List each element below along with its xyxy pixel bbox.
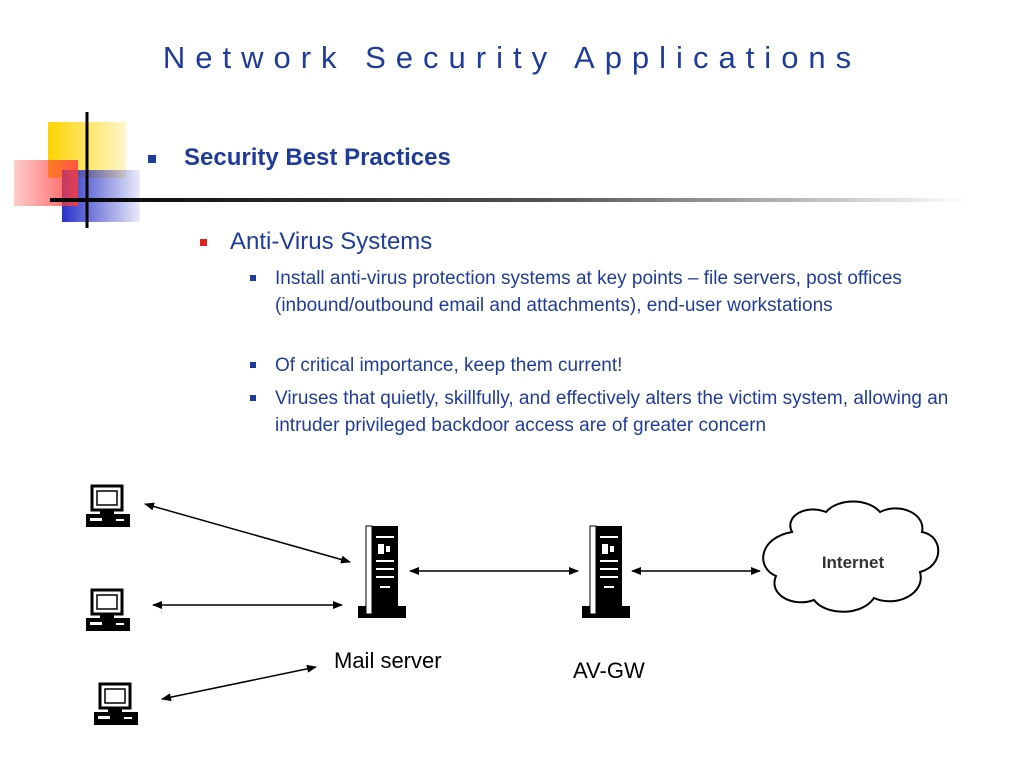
bullet-level2-text: Anti-Virus Systems: [230, 228, 433, 255]
bullet-security-best-practices: Security Best Practices: [148, 144, 451, 172]
av-gateway-icon: [581, 525, 631, 619]
internet-cloud-icon: [762, 500, 940, 613]
slide-title: Network Security Applications: [162, 40, 862, 75]
av-gw-label: AV-GW: [573, 658, 645, 683]
bullet-square-icon: [250, 395, 256, 401]
workstation-icon: [84, 588, 132, 633]
decorative-squares: [14, 112, 970, 228]
sub-bullet-2: Of critical importance, keep them curren…: [250, 352, 980, 379]
mail-server-label: Mail server: [334, 648, 442, 673]
workstation-icon: [84, 484, 132, 529]
sub-bullet-text: Of critical importance, keep them curren…: [275, 355, 623, 376]
internet-label: Internet: [822, 553, 885, 572]
bullet-square-icon: [250, 275, 256, 281]
mail-server-icon: [357, 525, 407, 619]
bullet-square-icon: [148, 154, 156, 163]
bullet-anti-virus-systems: Anti-Virus Systems: [200, 228, 432, 256]
bullet-square-icon: [200, 239, 207, 247]
sub-bullet-text: Viruses that quietly, skillfully, and ef…: [275, 388, 949, 436]
link-arrow: [144, 502, 351, 564]
link-arrow: [161, 664, 317, 702]
workstation-icon: [92, 682, 140, 727]
sub-bullet-text: Install anti-virus protection systems at…: [275, 268, 902, 316]
sub-bullet-3: Viruses that quietly, skillfully, and ef…: [250, 385, 980, 439]
network-diagram: Internet: [84, 484, 940, 727]
sub-bullet-1: Install anti-virus protection systems at…: [250, 265, 980, 319]
bullet-level1-text: Security Best Practices: [184, 144, 451, 171]
bullet-square-icon: [250, 362, 256, 368]
